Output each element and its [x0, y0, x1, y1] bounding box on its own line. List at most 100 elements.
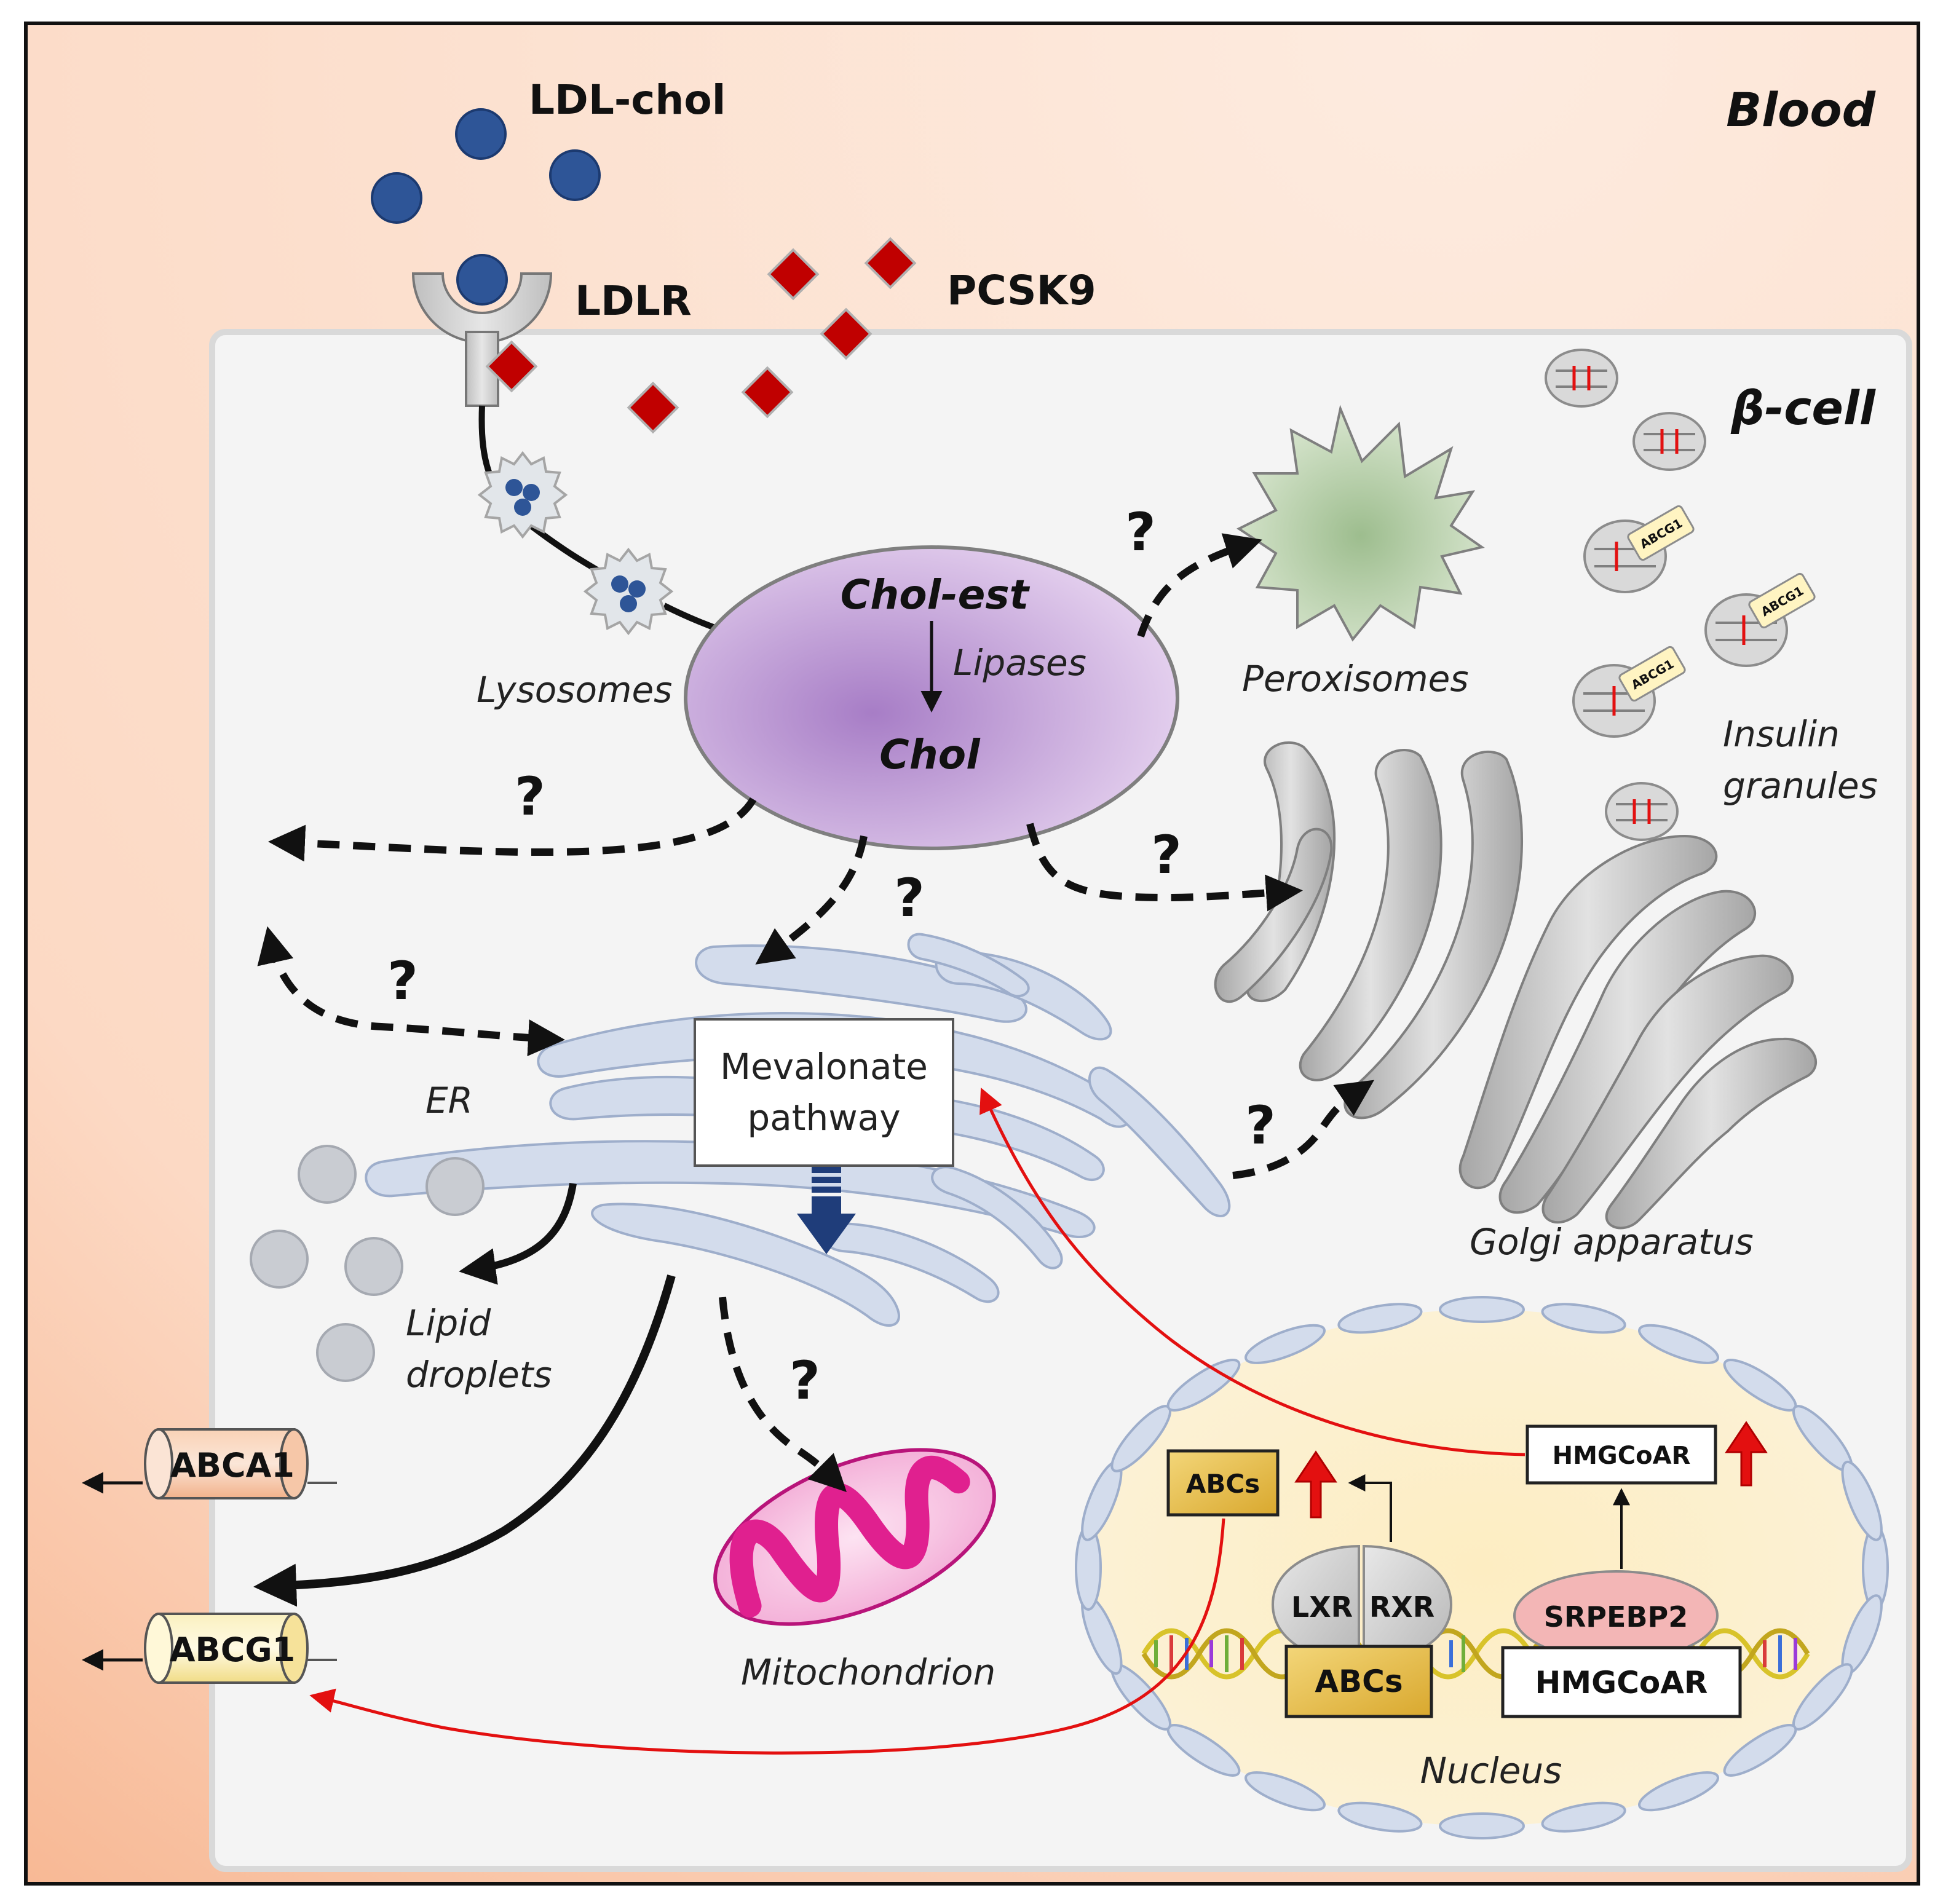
- beta-cell-label: β-cell: [1730, 381, 1876, 435]
- ldl-particles: [371, 108, 601, 224]
- mevalonate-pathway-box: [694, 1018, 954, 1167]
- golgi-cisterna: [1458, 834, 1718, 1190]
- question-mark: ?: [1125, 502, 1156, 563]
- nuclear-envelope-segment: [1439, 1812, 1525, 1839]
- nuclear-envelope-segment: [1337, 1303, 1423, 1334]
- lxr-label: LXR: [1291, 1590, 1353, 1624]
- dna-base-pairs: [1154, 1635, 1797, 1672]
- golgi-apparatus: [1214, 741, 1817, 1230]
- nuclear-envelope-segment: [1245, 1771, 1326, 1812]
- golgi-cisterna: [1541, 954, 1794, 1224]
- arrow-er-mitochondrion: [719, 1297, 847, 1492]
- abca1-label: ABCA1: [170, 1446, 295, 1485]
- pcsk9-label: PCSK9: [947, 267, 1096, 314]
- ldl-particle: [549, 149, 601, 201]
- insulin-granules-label-2: granules: [1723, 765, 1878, 807]
- question-mark: ?: [789, 1350, 820, 1412]
- nuclear-envelope-segment: [1541, 1303, 1626, 1334]
- insulin-granule-abcg1: ABCG1: [1572, 646, 1686, 738]
- nuclear-envelope-segment: [1541, 1801, 1626, 1833]
- lipid-droplets: [250, 1145, 485, 1382]
- nuclear-envelope-segment: [1638, 1771, 1719, 1812]
- arrow-to-er: [755, 835, 868, 965]
- nuclear-envelope-segment: [1337, 1801, 1423, 1833]
- pcsk9-diamond: [627, 381, 679, 434]
- mitochondrion-label: Mitochondrion: [741, 1651, 995, 1693]
- er-cisterna: [907, 933, 1030, 998]
- er-cisterna: [591, 1203, 900, 1327]
- nuclear-envelope: [1075, 1296, 1889, 1839]
- hmgcoar-to-mevalonate-arrow: [979, 1088, 1526, 1456]
- arrow-to-golgi: [1026, 823, 1303, 912]
- golgi-label: Golgi apparatus: [1470, 1221, 1754, 1263]
- hmgcoar-expression-box: [1526, 1424, 1717, 1485]
- abcs-to-abcg1-arrow: [309, 1518, 1225, 1755]
- hmgcoar-gene-label: HMGCoAR: [1535, 1665, 1708, 1701]
- lipid-droplets-label-2: droplets: [406, 1354, 552, 1396]
- insulin-granule: [1605, 782, 1679, 841]
- er-cisterna: [695, 944, 1027, 1023]
- hmgcoar-expression-label: HMGCoAR: [1553, 1442, 1691, 1470]
- arrow-er-to-abcg1: [253, 1274, 676, 1607]
- lysosome-vesicle: [583, 547, 674, 636]
- arrow-to-membrane: [268, 797, 757, 862]
- question-mark: ?: [387, 950, 418, 1012]
- trafficking-arrows: [257, 533, 1374, 1492]
- arrow-to-peroxisome: [1137, 533, 1262, 638]
- abcg1-transporter: ABCG1: [144, 1613, 337, 1684]
- lipid-droplet: [344, 1237, 403, 1296]
- abcs-expression-box: [1166, 1449, 1280, 1517]
- rxr-label: RXR: [1369, 1590, 1434, 1624]
- question-mark: ?: [1151, 824, 1182, 886]
- peroxisomes-label: Peroxisomes: [1242, 658, 1469, 700]
- pcsk9-diamond: [767, 248, 820, 301]
- nuclear-envelope-segment: [1245, 1324, 1326, 1364]
- arrow-membrane-er: [257, 926, 565, 1057]
- pcsk9-diamond: [820, 307, 873, 360]
- blood-label: Blood: [1726, 82, 1876, 137]
- er-cisterna: [1088, 1066, 1231, 1217]
- question-mark: ?: [894, 867, 925, 929]
- mevalonate-output-arrow: [797, 1167, 856, 1254]
- golgi-cisterna: [1299, 749, 1442, 1081]
- nuclear-envelope-segment: [1723, 1724, 1797, 1777]
- pcsk9-diamond: [485, 340, 538, 393]
- mevalonate-label-1: Mevalonate: [720, 1046, 928, 1088]
- lipid-droplet: [250, 1230, 309, 1289]
- question-mark: ?: [1245, 1095, 1276, 1156]
- abcs-gene-label: ABCs: [1315, 1664, 1403, 1699]
- ldl-chol-label: LDL-chol: [529, 76, 726, 124]
- golgi-cisterna: [1498, 890, 1757, 1214]
- lipid-droplet: [298, 1145, 357, 1204]
- nuclear-envelope-segment: [1841, 1460, 1883, 1541]
- hmgcoar-gene-box: [1501, 1646, 1742, 1718]
- abca1-transporter: ABCA1: [144, 1428, 337, 1499]
- question-mark: ?: [515, 766, 545, 828]
- pcsk9-molecules: [485, 237, 917, 434]
- insulin-granule: [1632, 412, 1706, 471]
- arrow-er-to-lipid-droplets: [459, 1183, 577, 1285]
- mevalonate-label-2: pathway: [747, 1097, 900, 1139]
- ldl-particle-bound: [456, 254, 508, 306]
- nucleus-label: Nucleus: [1420, 1750, 1562, 1791]
- peroxisome: [1237, 405, 1485, 642]
- insulin-granule-abcg1: ABCG1: [1704, 572, 1816, 667]
- pcsk9-diamond: [864, 237, 917, 290]
- chol-label: Chol: [879, 731, 981, 778]
- lxr-to-abcs-arrow: [1348, 1474, 1392, 1542]
- er-cisterna: [537, 1012, 1131, 1128]
- lipid-droplets-label-1: Lipid: [406, 1302, 491, 1344]
- nuclear-envelope-segment: [1439, 1296, 1525, 1323]
- srebp2-label: SRPEBP2: [1544, 1600, 1688, 1633]
- ldlr-label: LDLR: [575, 277, 692, 325]
- chol-est-label: Chol-est: [841, 571, 1031, 618]
- ldl-particle: [455, 108, 507, 160]
- insulin-granule: [1545, 349, 1618, 408]
- lysosomes-label: Lysosomes: [477, 669, 672, 711]
- ldlr-receptor: [411, 254, 553, 407]
- er-cisterna: [821, 1222, 1000, 1303]
- nuclear-envelope-segment: [1638, 1324, 1719, 1364]
- hmgcoar-upregulation-arrow: [1725, 1421, 1768, 1487]
- abcs-expression-label: ABCs: [1186, 1469, 1260, 1499]
